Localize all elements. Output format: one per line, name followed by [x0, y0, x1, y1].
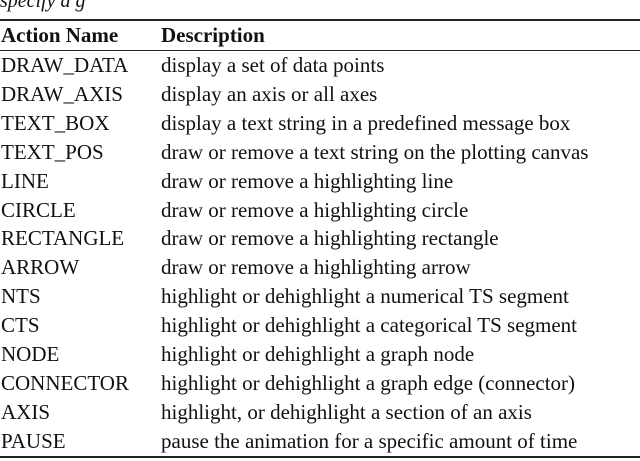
table-row: AXIS highlight, or dehighlight a section…	[0, 398, 640, 427]
table-row: ARROW draw or remove a highlighting arro…	[0, 253, 640, 282]
table-row: TEXT_POS draw or remove a text string on…	[0, 138, 640, 167]
action-name-cell: NTS	[1, 284, 41, 309]
description-cell: display a text string in a predefined me…	[161, 110, 571, 135]
table-row: TEXT_BOX display a text string in a pred…	[0, 109, 640, 138]
action-name-cell: PAUSE	[0, 426, 160, 458]
description-cell: pause the animation for a specific amoun…	[160, 426, 640, 458]
action-name-cell: AXIS	[1, 399, 51, 424]
description-cell: display an axis or all axes	[161, 81, 378, 106]
action-name-cell: DRAW_DATA	[1, 53, 129, 77]
action-name-cell: RECTANGLE	[1, 226, 125, 251]
caption-fragment: specify a g	[0, 0, 86, 12]
description-cell: draw or remove a text string on the plot…	[161, 139, 589, 164]
description-cell: highlight or dehighlight a numerical TS …	[161, 284, 569, 309]
action-name-cell: CONNECTOR	[1, 370, 129, 395]
table-row: RECTANGLE draw or remove a highlighting …	[0, 224, 640, 253]
action-name-cell: NODE	[1, 342, 60, 367]
description-cell: draw or remove a highlighting arrow	[161, 255, 471, 280]
table-row: CONNECTOR highlight or dehighlight a gra…	[0, 369, 640, 398]
action-name-cell: CIRCLE	[1, 197, 76, 222]
table-row: DRAW_AXIS display an axis or all axes	[0, 80, 640, 109]
table-row: NTS highlight or dehighlight a numerical…	[0, 282, 640, 311]
action-name-cell: LINE	[1, 168, 49, 193]
action-name-cell: CTS	[1, 313, 40, 338]
action-name-cell: TEXT_POS	[1, 139, 104, 164]
table-row: NODE highlight or dehighlight a graph no…	[0, 340, 640, 369]
description-cell: highlight or dehighlight a graph node	[161, 342, 475, 367]
description-cell: display a set of data points	[161, 53, 385, 77]
table-row: LINE draw or remove a highlighting line	[0, 167, 640, 196]
table-row: CIRCLE draw or remove a highlighting cir…	[0, 196, 640, 225]
action-name-cell: DRAW_AXIS	[1, 81, 123, 106]
actions-table: Action Name Description DRAW_DATA displa…	[0, 19, 640, 458]
header-action-name: Action Name	[0, 19, 160, 51]
header-row: Action Name Description	[0, 19, 640, 51]
description-cell: highlight or dehighlight a graph edge (c…	[161, 370, 576, 395]
description-cell: draw or remove a highlighting rectangle	[161, 226, 499, 251]
description-cell: draw or remove a highlighting line	[161, 168, 454, 193]
table-row: PAUSE pause the animation for a specific…	[0, 426, 640, 458]
action-name-cell: ARROW	[1, 255, 80, 280]
description-cell: draw or remove a highlighting circle	[161, 197, 469, 222]
header-description: Description	[160, 19, 640, 51]
table-row: DRAW_DATA display a set of data points	[0, 51, 640, 80]
action-name-cell: TEXT_BOX	[1, 110, 110, 135]
description-cell: highlight or dehighlight a categorical T…	[161, 313, 578, 338]
table-row: CTS highlight or dehighlight a categoric…	[0, 311, 640, 340]
description-cell: highlight, or dehighlight a section of a…	[161, 399, 532, 424]
